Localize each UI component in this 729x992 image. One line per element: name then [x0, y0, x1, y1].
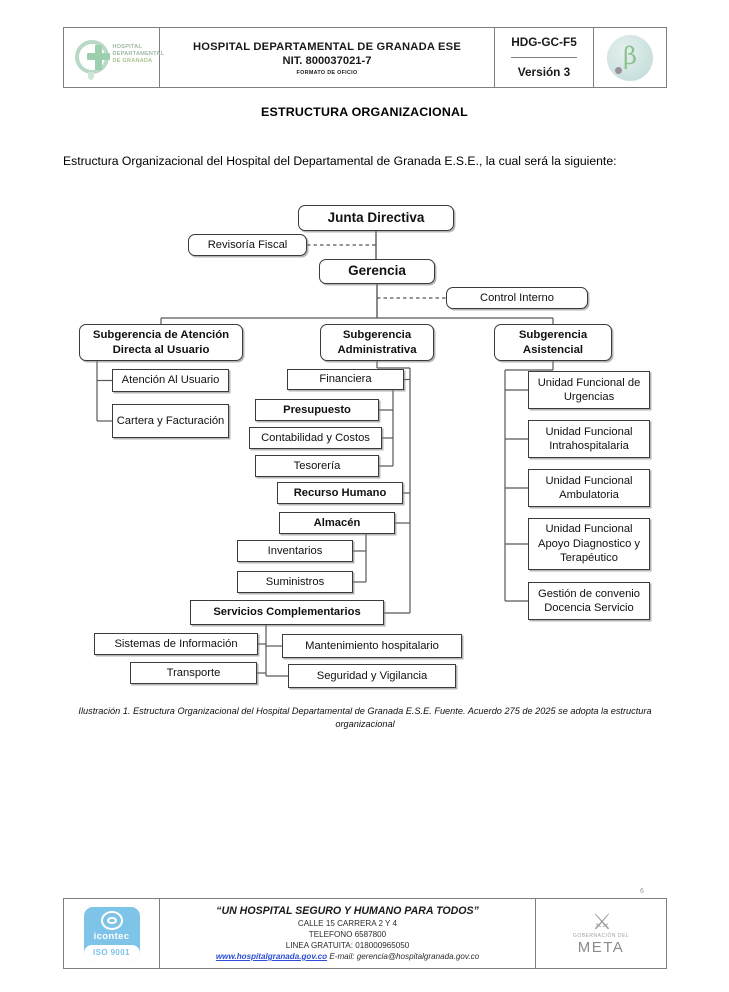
intro-paragraph: Estructura Organizacional del Hospital d…	[63, 154, 617, 168]
document-footer: icontec ISO 9001 “UN HOSPITAL SEGURO Y H…	[63, 898, 667, 969]
org-node-mantenimiento: Mantenimiento hospitalario	[282, 634, 462, 658]
org-node-seguridad: Seguridad y Vigilancia	[288, 664, 456, 688]
page-number: 6	[640, 888, 644, 895]
org-node-control: Control Interno	[446, 287, 588, 309]
org-node-inventarios: Inventarios	[237, 540, 353, 562]
header-format-label: FORMATO DE OFICIO	[296, 69, 358, 76]
org-node-atencion-usuario: Atención Al Usuario	[112, 369, 229, 392]
hospital-departamental-granada-logo: HOSPITAL DEPARTAMENTAL DE GRANADA	[69, 36, 165, 80]
org-node-contabilidad: Contabilidad y Costos	[249, 427, 382, 449]
seal-dot-icon	[615, 66, 622, 74]
org-node-uf-apoyo: Unidad Funcional Apoyo Diagnostico y Ter…	[528, 518, 650, 570]
header-doc-version: Versión 3	[517, 65, 571, 80]
org-node-tesoreria: Tesorería	[255, 455, 379, 477]
footer-website-link[interactable]: www.hospitalgranada.gov.co	[215, 952, 328, 961]
org-node-cartera: Cartera y Facturación	[112, 404, 229, 438]
icontec-logo: icontec ISO 9001	[83, 906, 140, 961]
header-code-cell: HDG-GC-F5 Versión 3	[495, 28, 594, 87]
org-node-financiera: Financiera	[287, 369, 404, 390]
logo-text-line-2: DEPARTAMENTAL	[112, 50, 165, 57]
meta-crest-icon: ⚔	[592, 909, 612, 934]
header-title-cell: HOSPITAL DEPARTAMENTAL DE GRANADA ESE NI…	[160, 28, 495, 87]
logo-drop-icon	[87, 71, 94, 80]
footer-gobernacion-cell: ⚔ GOBERNACIÓN DEL META	[536, 899, 666, 968]
seal-symbol-icon: β	[623, 41, 637, 70]
logo-text: HOSPITAL DEPARTAMENTAL DE GRANADA	[112, 43, 165, 65]
org-node-presupuesto: Presupuesto	[255, 399, 379, 421]
gobernacion-meta-logo: ⚔ GOBERNACIÓN DEL META	[572, 909, 630, 957]
org-node-sub-asist: Subgerencia Asistencial	[494, 324, 612, 361]
logo-text-line-3: DE GRANADA	[112, 57, 153, 64]
org-node-transporte: Transporte	[130, 662, 257, 684]
org-node-recurso: Recurso Humano	[277, 482, 403, 504]
meta-gob-label: GOBERNACIÓN DEL	[572, 933, 630, 939]
icontec-label: icontec	[93, 931, 130, 942]
org-node-revisoria: Revisoría Fiscal	[188, 234, 307, 256]
document-header: HOSPITAL DEPARTAMENTAL DE GRANADA HOSPIT…	[63, 27, 667, 88]
footer-free-line: LINEA GRATUITA: 018000965050	[285, 941, 410, 950]
header-seal-cell: β	[594, 28, 666, 87]
footer-phone: TELEFONO 6587800	[308, 930, 387, 939]
header-nit: NIT. 800037021-7	[282, 54, 372, 67]
footer-email: E-mail: gerencia@hospitalgranada.gov.co	[329, 952, 480, 961]
icontec-iso-band: ISO 9001	[83, 945, 140, 961]
footer-address: CALLE 15 CARRERA 2 Y 4	[297, 919, 398, 928]
icontec-swirl-icon	[100, 910, 123, 930]
hospital-logo-cell: HOSPITAL DEPARTAMENTAL DE GRANADA	[64, 28, 165, 87]
header-doc-code: HDG-GC-F5	[511, 28, 577, 58]
footer-certification-cell: icontec ISO 9001	[64, 899, 160, 968]
org-node-uf-ambulatoria: Unidad Funcional Ambulatoria	[528, 469, 650, 507]
institutional-seal-icon: β	[607, 34, 653, 81]
footer-slogan: “UN HOSPITAL SEGURO Y HUMANO PARA TODOS”	[216, 905, 479, 917]
org-node-suministros: Suministros	[237, 571, 353, 593]
footer-contact-cell: “UN HOSPITAL SEGURO Y HUMANO PARA TODOS”…	[160, 899, 536, 968]
org-node-servicios: Servicios Complementarios	[190, 600, 384, 625]
org-node-gerencia: Gerencia	[319, 259, 435, 284]
org-node-sub-admin: Subgerencia Administrativa	[320, 324, 434, 361]
org-node-gestion: Gestión de convenio Docencia Servicio	[528, 582, 650, 620]
meta-name-label: META	[577, 939, 625, 956]
org-node-sub-atencion: Subgerencia de Atención Directa al Usuar…	[79, 324, 243, 361]
footer-web-row: www.hospitalgranada.gov.co E-mail: geren…	[216, 951, 479, 962]
icontec-iso-label: ISO 9001	[92, 948, 130, 958]
org-node-junta: Junta Directiva	[298, 205, 454, 231]
page-title: ESTRUCTURA ORGANIZACIONAL	[261, 105, 468, 119]
header-entity-name: HOSPITAL DEPARTAMENTAL DE GRANADA ESE	[192, 40, 462, 53]
org-node-sistemas: Sistemas de Información	[94, 633, 258, 655]
figure-caption: Ilustración 1. Estructura Organizacional…	[78, 706, 652, 729]
org-node-uf-urgencias: Unidad Funcional de Urgencias	[528, 371, 650, 409]
org-node-uf-intra: Unidad Funcional Intrahospitalaria	[528, 420, 650, 458]
logo-text-line-1: HOSPITAL	[112, 43, 142, 50]
org-node-almacen: Almacén	[279, 512, 395, 534]
logo-cross-icon	[86, 52, 110, 60]
